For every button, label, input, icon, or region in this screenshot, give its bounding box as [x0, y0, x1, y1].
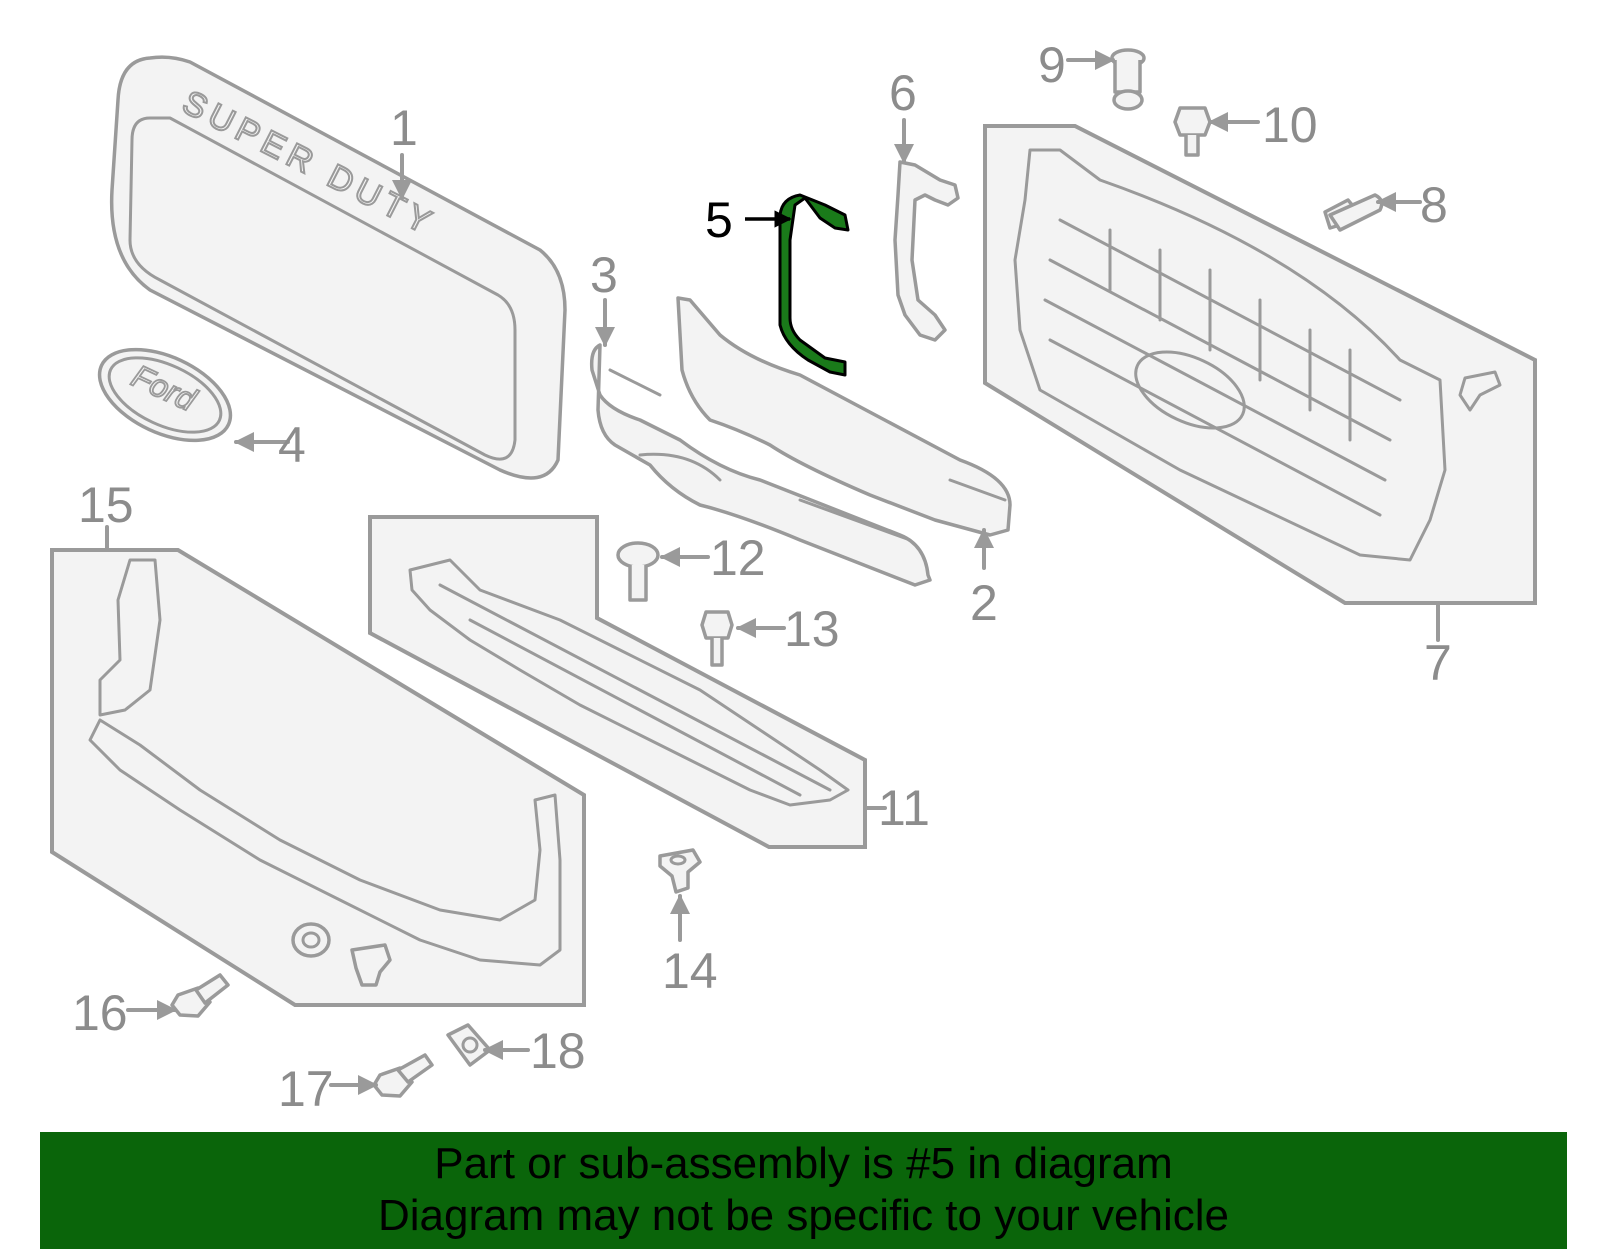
fastener-10[interactable]	[1173, 106, 1212, 157]
banner-line-2: Diagram may not be specific to your vehi…	[377, 1191, 1230, 1240]
part-11-reinforcement[interactable]	[368, 515, 867, 849]
fastener-8[interactable]	[1323, 193, 1384, 232]
callout-9: 9	[1038, 37, 1066, 93]
callout-4: 4	[278, 417, 306, 473]
callout-1: 1	[390, 100, 418, 156]
fastener-13[interactable]	[700, 610, 734, 667]
part-5-bracket-highlighted[interactable]	[778, 193, 850, 377]
leader-lines	[105, 50, 1440, 1095]
fastener-18[interactable]	[446, 1023, 492, 1067]
callout-18: 18	[530, 1023, 586, 1079]
fastener-16[interactable]	[170, 973, 230, 1018]
part-4-ford-oval[interactable]: Ford	[85, 331, 244, 459]
callout-2: 2	[970, 575, 998, 631]
callout-8: 8	[1420, 177, 1448, 233]
part-2-upper-bar[interactable]	[676, 296, 1012, 537]
callout-15: 15	[78, 477, 134, 533]
fastener-17[interactable]	[372, 1053, 434, 1098]
part-14-clip[interactable]	[658, 848, 702, 894]
callout-5: 5	[705, 192, 733, 248]
part-7-grille-assembly[interactable]	[983, 124, 1537, 605]
callout-3: 3	[590, 247, 618, 303]
callout-6: 6	[889, 65, 917, 121]
fastener-12[interactable]	[616, 541, 660, 602]
callouts: 1 2 3 4 5 6 7 8 9 10 11 12 13 14 15 16 1…	[72, 37, 1452, 1117]
part-15-lower-bracket[interactable]	[50, 548, 586, 1007]
part-3-lower-molding[interactable]	[589, 343, 932, 587]
callout-14: 14	[662, 943, 718, 999]
banner-line-1: Part or sub-assembly is #5 in diagram	[434, 1139, 1173, 1188]
callout-16: 16	[72, 985, 128, 1041]
callout-17: 17	[278, 1061, 334, 1117]
callout-10: 10	[1262, 97, 1318, 153]
callout-12: 12	[710, 530, 766, 586]
callout-7: 7	[1424, 635, 1452, 691]
fastener-9[interactable]	[1110, 48, 1146, 111]
info-banner: Part or sub-assembly is #5 in diagram Di…	[40, 1132, 1567, 1249]
part-6-side-bracket[interactable]	[893, 160, 960, 342]
callout-13: 13	[784, 601, 840, 657]
callout-11: 11	[878, 780, 930, 836]
